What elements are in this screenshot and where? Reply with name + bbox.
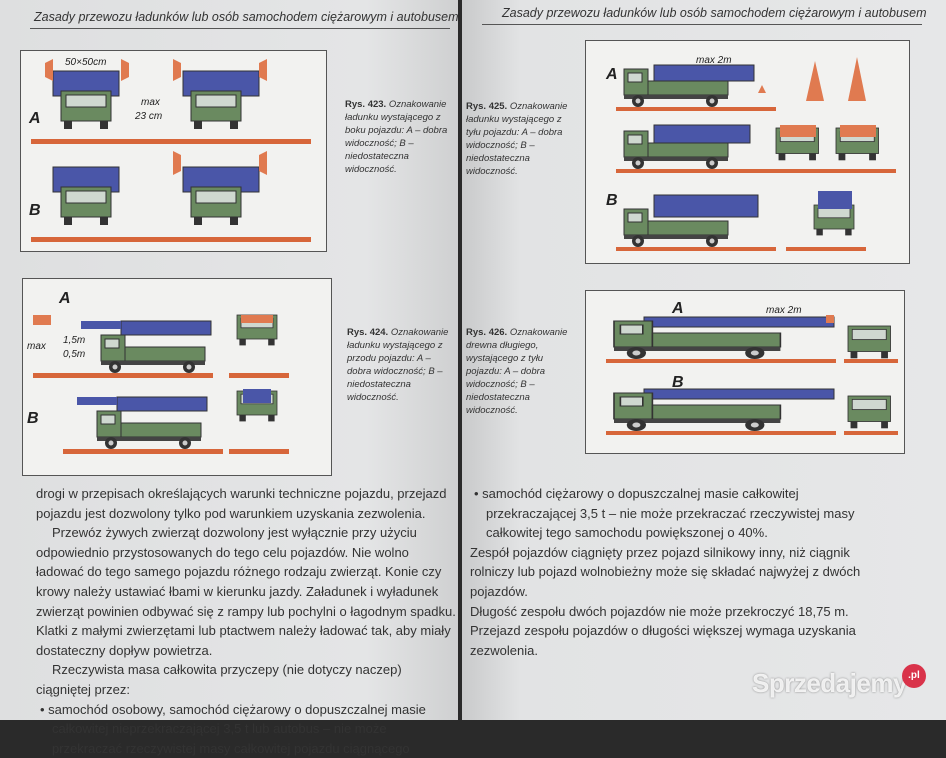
caption-number: Rys. 426.: [466, 327, 508, 338]
label-b: B: [27, 410, 39, 427]
caption-425: Rys. 425. Oznakowanie ładunku wystająceg…: [466, 100, 578, 178]
dim-2-label: 0,5m: [63, 349, 85, 360]
label-a: A: [671, 300, 684, 317]
header-rule: [482, 24, 922, 25]
figure-425: max 2m A B: [585, 40, 910, 264]
label-a: A: [28, 110, 41, 127]
figure-423-illustration: 50×50cm max 23 cm A B: [28, 57, 311, 242]
dim-value-label: max 2m: [696, 55, 732, 66]
paragraph: Długość zespołu dwóch pojazdów nie może …: [470, 603, 856, 658]
caption-number: Rys. 423.: [345, 99, 387, 110]
label-a: A: [58, 290, 71, 307]
dim-value-label: max 2m: [766, 305, 802, 316]
figure-424-illustration: max 1,5m 0,5m A B: [27, 290, 289, 454]
body-text: drogi w przepisach określających warunki…: [36, 484, 456, 758]
label-b: B: [29, 202, 41, 219]
figure-423: 50×50cm max 23 cm A B: [20, 50, 327, 252]
dim-size-label: 50×50cm: [65, 57, 106, 68]
caption-423: Rys. 423. Oznakowanie ładunku wystająceg…: [345, 98, 455, 176]
caption-text: Oznakowanie ładunku wystającego z tyłu p…: [466, 101, 568, 177]
header-rule: [30, 28, 450, 29]
bullet-item: • samochód osobowy, samochód ciężarowy o…: [40, 701, 426, 756]
bullet-item: • samochód ciężarowy o dopuszczalnej mas…: [474, 486, 855, 541]
dim-value-label: 23 cm: [134, 111, 162, 122]
dim-1-label: 1,5m: [63, 335, 85, 346]
bullet-text: samochód ciężarowy o dopuszczalnej masie…: [482, 486, 855, 541]
label-a: A: [605, 66, 618, 83]
figure-425-illustration: max 2m A B: [605, 55, 896, 251]
paragraph: Zespół pojazdów ciągnięty przez pojazd s…: [470, 544, 861, 599]
running-header: Zasady przewozu ładunków lub osób samoch…: [34, 10, 459, 24]
body-text: • samochód ciężarowy o dopuszczalnej mas…: [470, 484, 890, 660]
watermark-logo: Sprzedajemy: [752, 668, 907, 698]
dim-max-label: max: [141, 97, 161, 108]
paragraph: drogi w przepisach określających warunki…: [36, 486, 447, 521]
running-header: Zasady przewozu ładunków lub osób samoch…: [502, 6, 927, 20]
caption-426: Rys. 426. Oznakowanie drewna długiego, w…: [466, 326, 578, 417]
figure-426: max 2m A B: [585, 290, 905, 454]
caption-number: Rys. 424.: [347, 327, 389, 338]
caption-text: Oznakowanie ładunku wystającego z przodu…: [347, 327, 449, 403]
label-b: B: [672, 374, 684, 391]
watermark-badge: .pl: [902, 664, 926, 688]
paragraph: Rzeczywista masa całkowita przyczepy (ni…: [36, 662, 402, 697]
caption-424: Rys. 424. Oznakowanie ładunku wystająceg…: [347, 326, 457, 404]
label-b: B: [606, 192, 618, 209]
paragraph: Przewóz żywych zwierząt dozwolony jest w…: [36, 525, 456, 658]
left-page: Zasady przewozu ładunków lub osób samoch…: [0, 0, 459, 756]
right-page: Zasady przewozu ładunków lub osób samoch…: [462, 0, 946, 720]
figure-426-illustration: max 2m A B: [606, 300, 898, 435]
bullet-text: samochód osobowy, samochód ciężarowy o d…: [48, 701, 426, 756]
caption-text: Oznakowanie ładunku wystającego z boku p…: [345, 99, 448, 175]
caption-number: Rys. 425.: [466, 101, 508, 112]
caption-text: Oznakowanie drewna długiego, wystającego…: [466, 327, 568, 416]
dim-max-label: max: [27, 341, 47, 352]
figure-424: max 1,5m 0,5m A B: [22, 278, 332, 476]
